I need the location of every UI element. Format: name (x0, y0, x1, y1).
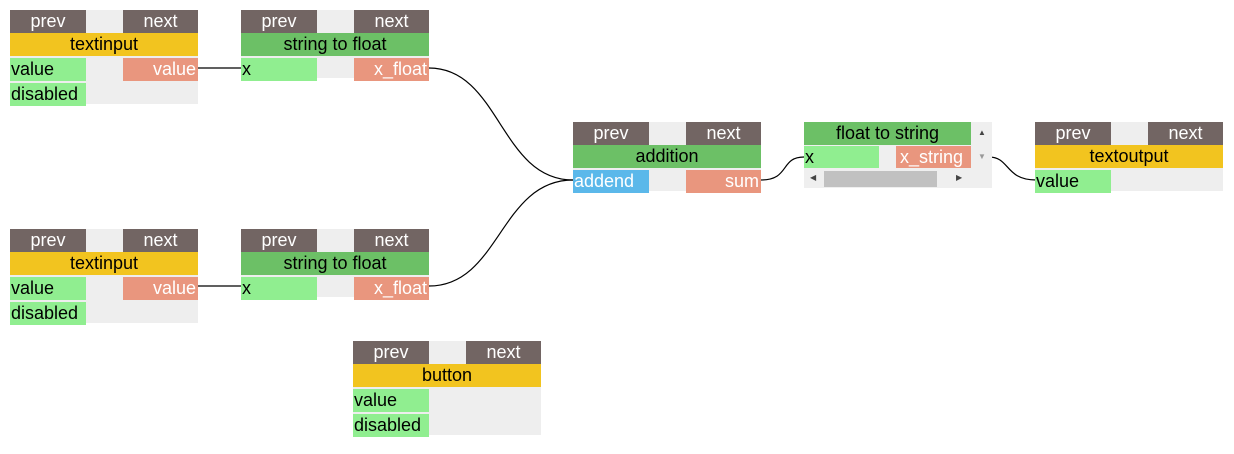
input-port-addend[interactable]: addend (573, 170, 649, 193)
scroll-down-icon[interactable]: ▼ (978, 152, 986, 161)
button-node[interactable]: prev next button value disabled (353, 341, 541, 437)
textinput-node-1[interactable]: prev next textinput value value disabled (10, 10, 198, 106)
output-port-x-float[interactable]: x_float (354, 277, 429, 300)
prev-port[interactable]: prev (10, 10, 86, 33)
textoutput-node[interactable]: prev next textoutput value (1035, 122, 1223, 193)
prev-port[interactable]: prev (241, 10, 317, 33)
input-port-x[interactable]: x (241, 58, 317, 81)
input-port-value[interactable]: value (353, 389, 429, 412)
scroll-right-icon[interactable]: ▶ (956, 173, 963, 182)
input-port-x[interactable]: x (804, 146, 879, 168)
textinput-node-2[interactable]: prev next textinput value value disabled (10, 229, 198, 325)
node-title: button (353, 364, 541, 387)
node-title: textinput (10, 33, 198, 56)
addition-node[interactable]: prev next addition addend sum (573, 122, 761, 193)
scroll-up-icon[interactable]: ▲ (978, 128, 986, 137)
node-title: string to float (241, 33, 429, 56)
node-title: addition (573, 145, 761, 168)
next-port[interactable]: next (123, 10, 198, 33)
input-port-value[interactable]: value (10, 277, 86, 300)
input-port-disabled[interactable]: disabled (353, 414, 429, 437)
prev-port[interactable]: prev (573, 122, 649, 145)
input-port-disabled[interactable]: disabled (10, 83, 86, 106)
node-title: string to float (241, 252, 429, 275)
prev-port[interactable]: prev (1035, 122, 1111, 145)
next-port[interactable]: next (1148, 122, 1223, 145)
float-to-string-node[interactable]: float to string x x_string ▲ ▼ ◀ ▶ (804, 122, 992, 188)
input-port-value[interactable]: value (1035, 170, 1111, 193)
output-port-x-float[interactable]: x_float (354, 58, 429, 81)
next-port[interactable]: next (466, 341, 541, 364)
node-title: textoutput (1035, 145, 1223, 168)
prev-port[interactable]: prev (241, 229, 317, 252)
input-port-disabled[interactable]: disabled (10, 302, 86, 325)
next-port[interactable]: next (354, 229, 429, 252)
output-port-value[interactable]: value (123, 277, 198, 300)
prev-port[interactable]: prev (10, 229, 86, 252)
wire-stf1-to-addition (428, 67, 574, 181)
prev-port[interactable]: prev (353, 341, 429, 364)
output-port-sum[interactable]: sum (686, 170, 761, 193)
next-port[interactable]: next (123, 229, 198, 252)
wire-fts-to-textoutput (988, 156, 1037, 181)
node-title: float to string (804, 122, 971, 145)
output-port-value[interactable]: value (123, 58, 198, 81)
scroll-left-icon[interactable]: ◀ (810, 173, 817, 182)
output-port-x-string[interactable]: x_string (896, 146, 971, 168)
horizontal-scrollbar-thumb[interactable] (824, 171, 937, 187)
node-title: textinput (10, 252, 198, 275)
input-port-value[interactable]: value (10, 58, 86, 81)
wire-addition-to-fts (760, 156, 805, 181)
next-port[interactable]: next (686, 122, 761, 145)
next-port[interactable]: next (354, 10, 429, 33)
string-to-float-node-2[interactable]: prev next string to float x x_float (241, 229, 429, 300)
wire-stf2-to-addition (428, 179, 574, 287)
string-to-float-node-1[interactable]: prev next string to float x x_float (241, 10, 429, 81)
input-port-x[interactable]: x (241, 277, 317, 300)
